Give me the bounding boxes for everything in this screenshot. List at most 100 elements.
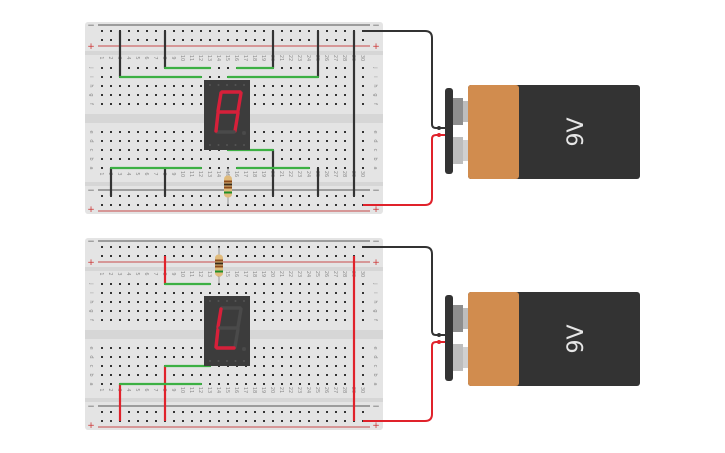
rail-hole[interactable] — [146, 204, 148, 206]
rail-hole[interactable] — [191, 420, 193, 422]
hole[interactable] — [119, 131, 121, 133]
hole[interactable] — [281, 283, 283, 285]
rail-hole[interactable] — [110, 255, 112, 257]
rail-hole[interactable] — [119, 195, 121, 197]
hole[interactable] — [290, 383, 292, 385]
rail-hole[interactable] — [335, 39, 337, 41]
hole[interactable] — [209, 374, 211, 376]
hole[interactable] — [335, 292, 337, 294]
hole[interactable] — [191, 140, 193, 142]
hole[interactable] — [128, 94, 130, 96]
hole[interactable] — [317, 374, 319, 376]
rail-hole[interactable] — [110, 420, 112, 422]
hole[interactable] — [254, 374, 256, 376]
rail-hole[interactable] — [101, 411, 103, 413]
hole[interactable] — [344, 67, 346, 69]
hole[interactable] — [101, 158, 103, 160]
hole[interactable] — [155, 94, 157, 96]
rail-hole[interactable] — [308, 255, 310, 257]
hole[interactable] — [290, 374, 292, 376]
rail-hole[interactable] — [155, 204, 157, 206]
hole[interactable] — [254, 131, 256, 133]
hole[interactable] — [137, 67, 139, 69]
hole[interactable] — [335, 365, 337, 367]
hole[interactable] — [281, 301, 283, 303]
rail-hole[interactable] — [281, 420, 283, 422]
hole[interactable] — [164, 347, 166, 349]
hole[interactable] — [101, 140, 103, 142]
rail-hole[interactable] — [137, 255, 139, 257]
hole[interactable] — [326, 67, 328, 69]
hole[interactable] — [200, 319, 202, 321]
rail-hole[interactable] — [290, 30, 292, 32]
rail-hole[interactable] — [218, 204, 220, 206]
hole[interactable] — [155, 67, 157, 69]
hole[interactable] — [290, 85, 292, 87]
hole[interactable] — [128, 292, 130, 294]
hole[interactable] — [173, 292, 175, 294]
rail-hole[interactable] — [128, 246, 130, 248]
hole[interactable] — [263, 383, 265, 385]
rail-hole[interactable] — [281, 246, 283, 248]
hole[interactable] — [119, 292, 121, 294]
hole[interactable] — [344, 374, 346, 376]
rail-hole[interactable] — [290, 246, 292, 248]
hole[interactable] — [245, 374, 247, 376]
rail-hole[interactable] — [227, 255, 229, 257]
hole[interactable] — [362, 383, 364, 385]
hole[interactable] — [290, 140, 292, 142]
rail-hole[interactable] — [254, 255, 256, 257]
hole[interactable] — [146, 140, 148, 142]
rail-hole[interactable] — [308, 39, 310, 41]
hole[interactable] — [317, 292, 319, 294]
hole[interactable] — [299, 292, 301, 294]
rail-hole[interactable] — [308, 195, 310, 197]
rail-hole[interactable] — [218, 411, 220, 413]
hole[interactable] — [128, 103, 130, 105]
rail-hole[interactable] — [236, 195, 238, 197]
rail-hole[interactable] — [182, 39, 184, 41]
rail-hole[interactable] — [272, 204, 274, 206]
hole[interactable] — [254, 140, 256, 142]
hole[interactable] — [254, 158, 256, 160]
hole[interactable] — [137, 356, 139, 358]
hole[interactable] — [362, 131, 364, 133]
rail-hole[interactable] — [137, 411, 139, 413]
rail-hole[interactable] — [101, 195, 103, 197]
hole[interactable] — [227, 283, 229, 285]
hole[interactable] — [101, 167, 103, 169]
hole[interactable] — [344, 103, 346, 105]
hole[interactable] — [164, 356, 166, 358]
hole[interactable] — [110, 85, 112, 87]
rail-hole[interactable] — [146, 411, 148, 413]
rail-hole[interactable] — [326, 39, 328, 41]
hole[interactable] — [110, 383, 112, 385]
hole[interactable] — [308, 140, 310, 142]
hole[interactable] — [236, 292, 238, 294]
rail-hole[interactable] — [236, 420, 238, 422]
rail-hole[interactable] — [128, 411, 130, 413]
hole[interactable] — [137, 365, 139, 367]
hole[interactable] — [272, 292, 274, 294]
hole[interactable] — [362, 158, 364, 160]
hole[interactable] — [308, 347, 310, 349]
rail-hole[interactable] — [290, 420, 292, 422]
hole[interactable] — [317, 94, 319, 96]
hole[interactable] — [335, 103, 337, 105]
hole[interactable] — [209, 167, 211, 169]
rail-hole[interactable] — [326, 30, 328, 32]
hole[interactable] — [281, 85, 283, 87]
hole[interactable] — [281, 94, 283, 96]
hole[interactable] — [290, 149, 292, 151]
hole[interactable] — [155, 140, 157, 142]
rail-hole[interactable] — [245, 195, 247, 197]
resistor[interactable] — [224, 168, 232, 205]
rail-hole[interactable] — [236, 204, 238, 206]
hole[interactable] — [299, 149, 301, 151]
rail-hole[interactable] — [200, 204, 202, 206]
seven-segment-display[interactable] — [204, 296, 250, 366]
hole[interactable] — [128, 283, 130, 285]
hole[interactable] — [146, 67, 148, 69]
rail-hole[interactable] — [227, 39, 229, 41]
hole[interactable] — [155, 149, 157, 151]
